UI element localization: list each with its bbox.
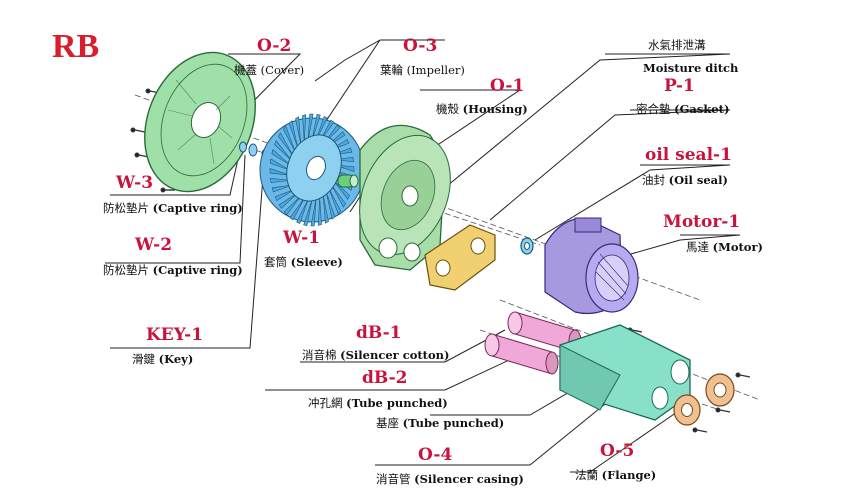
label-code-w2: W-2	[135, 235, 173, 255]
gasket-part	[424, 224, 496, 291]
impeller-blade	[278, 192, 298, 209]
impeller-part	[259, 113, 365, 227]
label-en-moisture: Moisture ditch	[643, 61, 739, 75]
label-code-o2: O-2	[257, 36, 292, 56]
label-code-key1: KEY-1	[146, 325, 204, 345]
label-code-o5: O-5	[600, 441, 635, 461]
label-desc-o4: 消音管 (Silencer casing)	[376, 472, 524, 486]
base-part	[559, 324, 691, 421]
label-code-p1: P-1	[664, 76, 695, 96]
label-code-w1: W-1	[283, 228, 321, 248]
brand-logo: RB	[52, 28, 100, 65]
sleeve-part	[337, 174, 359, 188]
impeller-blade	[310, 199, 317, 227]
label-desc-o1: 機殼 (Housing)	[436, 102, 528, 116]
label-desc-w3: 防松墊片 (Captive ring)	[103, 201, 243, 215]
impeller-blade	[288, 120, 298, 148]
label-zh-moisture: 水氣排泄溝	[648, 38, 706, 52]
cover-part	[144, 51, 256, 193]
impeller-blade	[302, 114, 307, 142]
oil-seal-part	[520, 237, 534, 255]
impeller-blade	[326, 192, 336, 220]
impeller-blade	[271, 148, 291, 166]
impeller-blade	[331, 184, 346, 208]
impeller-blade	[303, 199, 313, 226]
label-code-o4: O-4	[418, 445, 453, 465]
label-desc-motor: 馬達 (Motor)	[686, 240, 763, 254]
impeller-blade	[307, 113, 314, 141]
impeller-blade	[278, 132, 293, 156]
label-code-o1: O-1	[490, 76, 525, 96]
impeller-blade	[332, 180, 350, 200]
label-code-db2: dB-2	[362, 368, 408, 388]
label-desc-oilseal: 油封 (Oil seal)	[642, 173, 728, 187]
impeller-blade	[269, 158, 290, 171]
label-code-w3: W-3	[116, 173, 154, 193]
label-desc-p1: 密合墊 (Gasket)	[636, 102, 730, 116]
label-desc-o5: 法蘭 (Flange)	[575, 468, 657, 482]
impeller-blade	[289, 198, 305, 221]
impeller-blade	[270, 177, 291, 184]
label-code-motor: Motor-1	[663, 212, 741, 232]
impeller-blade	[296, 199, 309, 225]
label-desc-w2: 防松墊片 (Captive ring)	[103, 263, 243, 277]
impeller-blade	[274, 189, 295, 202]
impeller-blade	[269, 168, 290, 176]
label-desc-db1: 消音棉 (Silencer cotton)	[302, 348, 450, 362]
impeller-blade	[283, 195, 301, 216]
impeller-blade	[271, 184, 293, 193]
impeller-blade	[317, 198, 322, 226]
housing-part	[359, 124, 451, 271]
motor-part	[544, 217, 639, 315]
impeller-blade	[311, 114, 321, 141]
label-desc-db2: 冲孔網 (Tube punched)	[308, 396, 448, 410]
label-desc-o2: 機蓋 (Cover)	[234, 63, 305, 77]
impeller-blade	[274, 140, 292, 160]
impeller-blade	[333, 156, 354, 163]
impeller-blade	[322, 195, 329, 224]
flange-part	[673, 373, 735, 426]
impeller-blade	[295, 116, 302, 145]
label-code-o3: O-3	[403, 36, 438, 56]
label-code-db1: dB-1	[356, 323, 402, 343]
label-desc-o3: 葉輪 (Impeller)	[380, 63, 465, 77]
label-desc-w1: 套筒 (Sleeve)	[264, 255, 343, 269]
label-desc-base: 基座 (Tube punched)	[376, 416, 505, 430]
label-code-oilseal: oil seal-1	[645, 145, 732, 165]
impeller-blade	[328, 189, 342, 215]
impeller-blade	[334, 164, 355, 172]
label-desc-key1: 滑鍵 (Key)	[132, 352, 194, 366]
impeller-blade	[282, 125, 296, 151]
